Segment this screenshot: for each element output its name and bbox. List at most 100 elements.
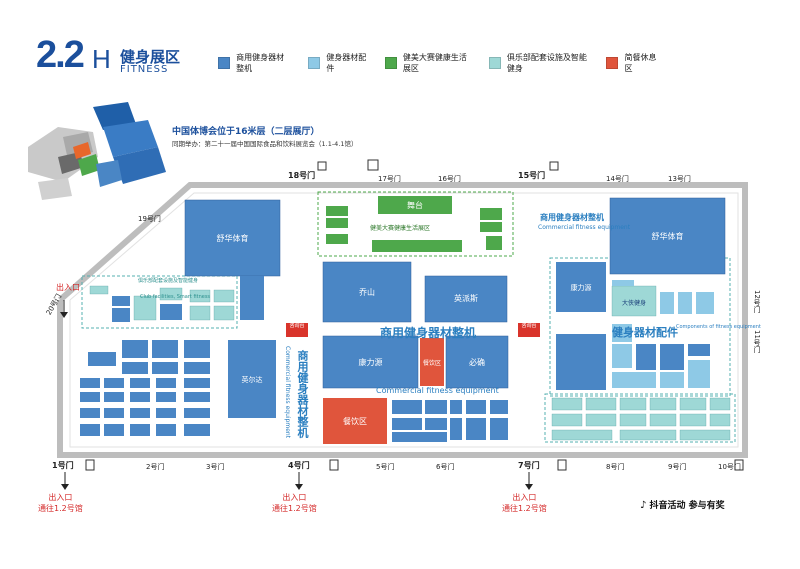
tiktok-promo-text: 抖音活动 参与有奖 — [649, 501, 725, 511]
small-booth — [104, 408, 124, 418]
booth-center-1 — [322, 261, 412, 323]
gate-label: 10号门 — [718, 463, 741, 471]
entrance-bottom[interactable]: 出入口 通往1.2号馆 — [38, 492, 83, 514]
club-booth — [89, 285, 109, 295]
green-zone-border — [317, 191, 514, 257]
green-booth — [326, 218, 348, 228]
gate-label: 17号门 — [378, 175, 401, 183]
hall-title-cn: 健身展区 — [120, 48, 181, 66]
booth-label: 餐饮区 — [422, 359, 441, 367]
small-booth — [490, 418, 508, 440]
booth-label: 必确 — [469, 357, 485, 367]
legend-item-commercial[interactable]: 商用健身器材整机 — [218, 53, 290, 73]
gate-label: 7号门 — [518, 461, 540, 470]
small-booth — [130, 378, 150, 388]
entrance-label: 通往1.2号馆 — [272, 504, 317, 513]
club-booth — [213, 305, 235, 321]
tiktok-icon: ♪ — [640, 500, 647, 511]
small-booth — [184, 362, 210, 374]
acc-booth — [636, 344, 656, 370]
club-booth — [619, 397, 647, 411]
legend-label: 健美大赛健康生活展区 — [402, 53, 467, 73]
booth-label: 乔山 — [359, 287, 375, 297]
small-booth — [184, 378, 210, 388]
location-title: 中国体博会位于16米层（二层展厅） — [172, 127, 320, 137]
club-booth — [551, 413, 583, 427]
tiktok-promo[interactable]: ♪ 抖音活动 参与有奖 — [640, 498, 725, 511]
legend-item-accessories[interactable]: 健身器材配件 — [308, 53, 366, 73]
small-booth — [152, 340, 178, 358]
small-booth — [122, 362, 148, 374]
booth-label: 康力源 — [358, 357, 383, 367]
legend-swatch — [488, 57, 501, 69]
green-booth — [480, 208, 502, 220]
small-booth — [425, 418, 447, 430]
small-booth — [156, 392, 176, 402]
acc-booth — [660, 372, 684, 388]
gate-label: 12号门 — [753, 290, 761, 313]
gate-label: 6号门 — [436, 463, 455, 471]
legend-label: 商用健身器材整机 — [236, 53, 285, 73]
dining-center — [420, 338, 444, 386]
info-desk[interactable]: 咨询台 — [286, 323, 308, 337]
acc-booth — [612, 324, 632, 342]
green-booth — [486, 236, 502, 250]
restroom-icons — [85, 159, 744, 471]
club-booth — [619, 413, 647, 427]
legend-item-green[interactable]: 健美大赛健康生活展区 — [384, 53, 471, 73]
gate-label: 5号门 — [376, 463, 395, 471]
entrance-left[interactable]: 出入口 — [56, 282, 80, 293]
entrance-label: 出入口 — [512, 493, 537, 502]
info-desk[interactable]: 咨询台 — [518, 323, 540, 337]
gate-label: 4号门 — [288, 461, 310, 470]
legend-item-dining[interactable]: 简餐休息区 — [606, 53, 658, 73]
booth-left-tall — [240, 276, 264, 320]
booth-center-2 — [424, 275, 508, 323]
club-booth — [189, 289, 211, 303]
club-booth — [112, 296, 130, 306]
dining-left — [323, 398, 387, 444]
entrance-bottom[interactable]: 出入口 通往1.2号馆 — [502, 492, 547, 514]
club-booth — [619, 429, 677, 441]
booth-label: 英尔达 — [241, 376, 263, 384]
acc-booth — [678, 292, 692, 314]
acc-booth — [660, 344, 684, 370]
small-booth — [130, 392, 150, 402]
entrance-arrow-head — [61, 484, 69, 490]
booth-right-3 — [556, 334, 606, 390]
location-subtitle: 同期举办：第二十一届中国国际食品和饮料展览会（1.1-4.1馆） — [172, 140, 358, 148]
zone-label-commercial-right: 商用健身器材整机 — [540, 213, 604, 222]
small-booth — [130, 408, 150, 418]
entrance-label: 通往1.2号馆 — [38, 504, 83, 513]
entrance-bottom[interactable]: 出入口 通往1.2号馆 — [272, 492, 317, 514]
gate-label: 9号门 — [668, 463, 687, 471]
hall-title-en: FITNESS — [120, 64, 169, 75]
small-booth — [466, 418, 486, 440]
club-booth — [159, 287, 183, 301]
club-booth — [213, 289, 235, 303]
booth-label: 舒华体育 — [651, 231, 684, 241]
legend-item-club[interactable]: 俱乐部配套设施及智能健身 — [488, 53, 589, 73]
small-booth — [80, 424, 100, 436]
booth-label: 舞台 — [407, 200, 423, 210]
locator-minimap — [28, 102, 166, 200]
zone-label-commercial: 商用健身器材整机 — [380, 326, 477, 340]
acc-booth — [688, 360, 710, 388]
hall-title-block: 2.2 H 健身展区 FITNESS — [0, 0, 240, 90]
small-booth — [152, 362, 178, 374]
small-booth — [490, 400, 508, 414]
small-booth — [104, 392, 124, 402]
booth-label: 康力源 — [570, 284, 592, 292]
entrance-label: 出入口 — [282, 493, 307, 502]
booth-big-left — [184, 199, 281, 277]
gate-label: 1号门 — [52, 461, 74, 470]
gate-label: 8号门 — [606, 463, 625, 471]
small-booth — [184, 340, 210, 358]
club-zone-left — [81, 275, 238, 329]
club-booth — [709, 397, 731, 411]
small-booth — [130, 424, 150, 436]
green-booth — [326, 234, 348, 244]
small-booth — [80, 378, 100, 388]
legend-swatch — [606, 57, 619, 69]
entrance-label: 出入口 — [56, 283, 80, 292]
